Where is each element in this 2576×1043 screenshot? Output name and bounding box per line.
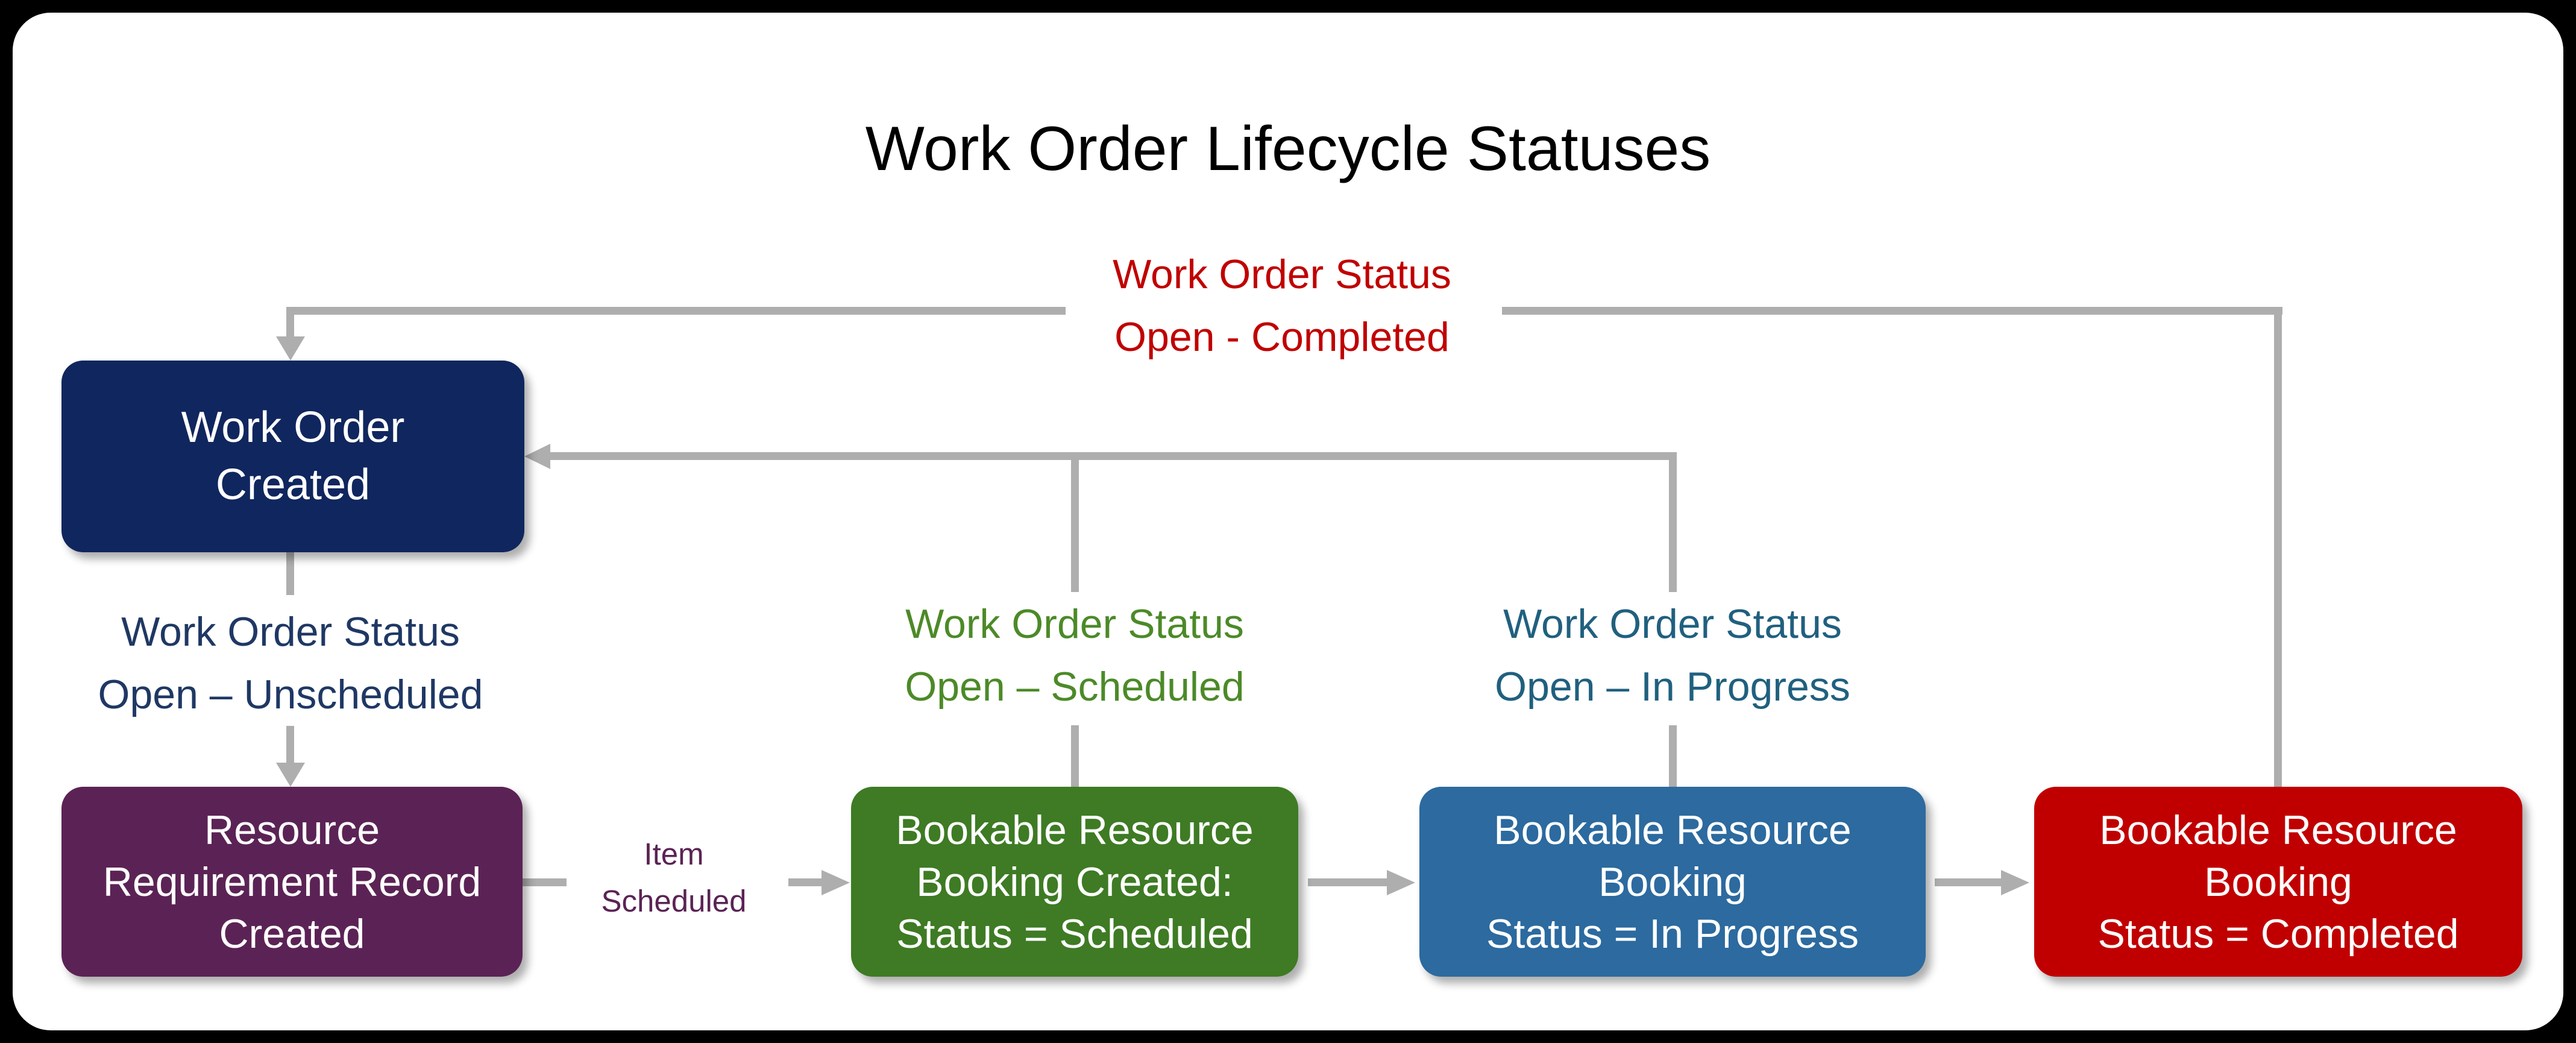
connector-open-scheduled-lower xyxy=(1071,725,1079,787)
connector-open-completed-left-drop xyxy=(286,307,294,338)
page-title: Work Order Lifecycle Statuses xyxy=(865,113,1711,184)
connector-mid-return-horizontal xyxy=(550,452,1677,460)
label-open-in-progress: Work Order Status Open – In Progress xyxy=(1495,593,1850,718)
node-booking-created-scheduled: Bookable Resource Booking Created: Statu… xyxy=(851,787,1298,977)
connector-open-completed-right-vertical xyxy=(2274,307,2282,787)
label-open-scheduled: Work Order Status Open – Scheduled xyxy=(905,593,1245,718)
connector-item-scheduled-arrow-line xyxy=(788,878,823,886)
label-open-completed: Work Order Status Open - Completed xyxy=(1113,243,1451,368)
connector-in-progress-to-completed xyxy=(1935,878,2002,886)
label-item-scheduled: Item Scheduled xyxy=(601,831,747,925)
connector-open-unscheduled-stub xyxy=(286,552,294,595)
node-booking-completed: Bookable Resource Booking Status = Compl… xyxy=(2034,787,2522,977)
arrowhead-into-booking-scheduled xyxy=(821,870,850,895)
label-open-unscheduled: Work Order Status Open – Unscheduled xyxy=(98,600,483,726)
connector-open-unscheduled-arrow-line xyxy=(286,725,294,763)
connector-open-scheduled-upper xyxy=(1071,456,1079,592)
connector-open-completed-top-right-segment xyxy=(1502,307,2282,315)
connector-open-completed-top-left-segment xyxy=(286,307,1066,315)
node-booking-in-progress: Bookable Resource Booking Status = In Pr… xyxy=(1419,787,1926,977)
arrowhead-into-resource-requirement-top xyxy=(276,763,305,787)
connector-open-in-progress-lower xyxy=(1669,725,1677,787)
arrowhead-into-booking-in-progress xyxy=(1387,870,1415,895)
connector-scheduled-to-in-progress xyxy=(1308,878,1388,886)
node-work-order-created: Work Order Created xyxy=(61,361,524,552)
arrowhead-into-work-order-created-right xyxy=(524,444,550,469)
connector-open-in-progress-upper xyxy=(1669,456,1677,592)
connector-item-scheduled-stub xyxy=(523,878,567,886)
arrowhead-into-booking-completed xyxy=(2001,870,2029,895)
arrowhead-into-work-order-created-top xyxy=(276,336,305,361)
node-resource-requirement-record-created: Resource Requirement Record Created xyxy=(61,787,523,977)
